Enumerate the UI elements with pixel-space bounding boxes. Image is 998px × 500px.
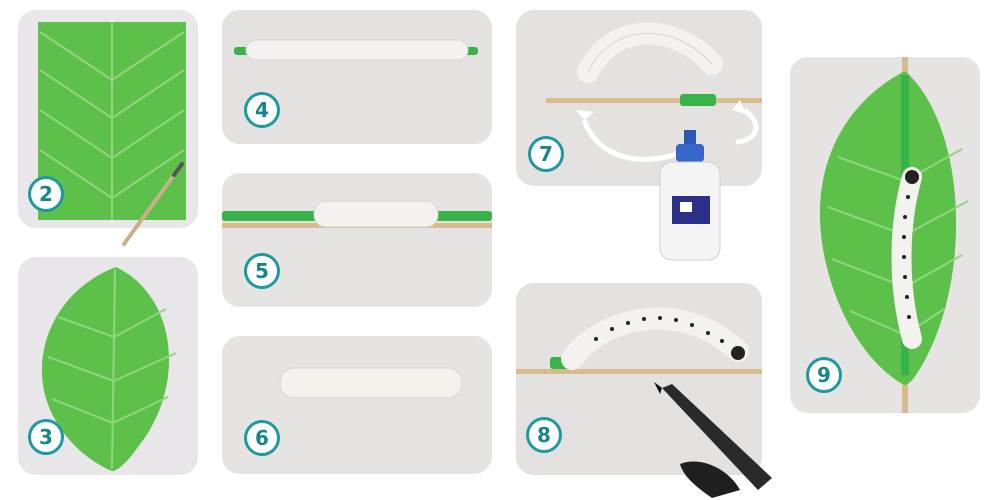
pencil-icon (118, 160, 188, 250)
step-7-badge: 7 (528, 136, 564, 172)
step-4-panel: 4 (222, 10, 492, 144)
step-5-panel: 5 (222, 173, 492, 307)
step-9-panel: 9 (790, 57, 980, 413)
marker-icon (650, 380, 800, 500)
step-5-badge: 5 (244, 253, 280, 289)
glue-bottle-icon (654, 126, 726, 266)
step-2-badge: 2 (28, 176, 64, 212)
step-4-badge: 4 (244, 92, 280, 128)
step-9-badge: 9 (806, 357, 842, 393)
step-3-panel: 3 (18, 257, 198, 475)
step-3-badge: 3 (28, 419, 64, 455)
step-6-badge: 6 (244, 420, 280, 456)
step-8-badge: 8 (526, 417, 562, 453)
step-6-panel: 6 (222, 336, 492, 474)
